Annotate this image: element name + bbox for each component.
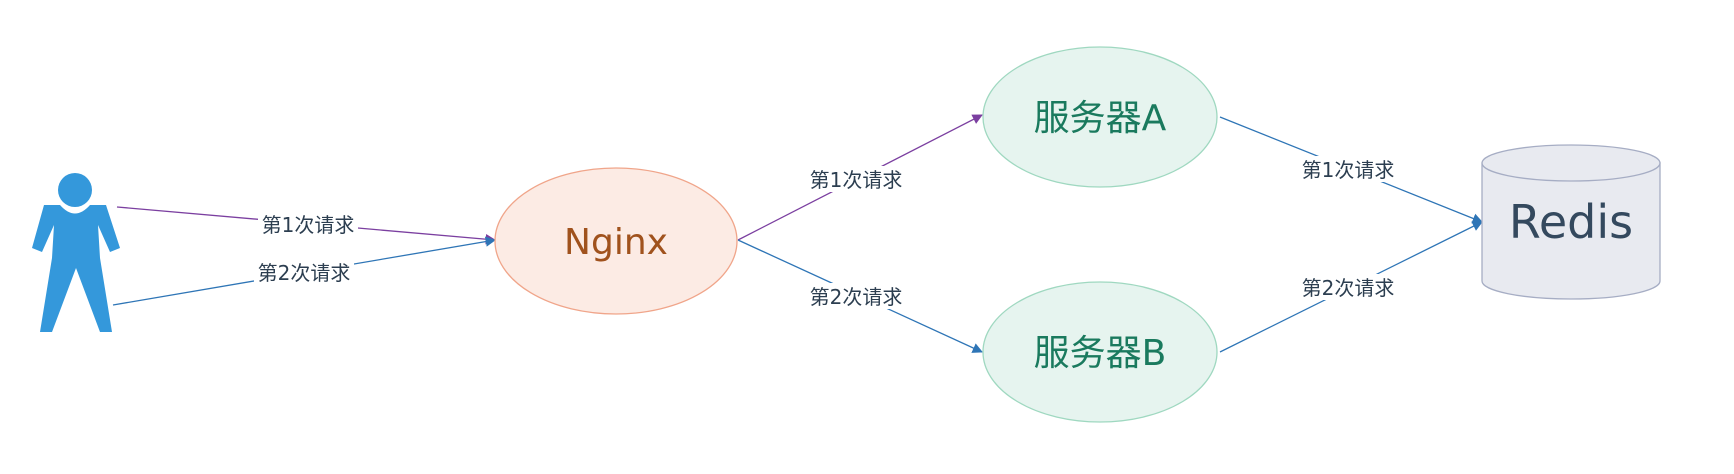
edge-label-text: 第1次请求: [810, 168, 903, 192]
nginx-label: Nginx: [564, 222, 668, 263]
edge-label-server-b-to-redis: 第2次请求: [1298, 274, 1398, 300]
edge-label-nginx-to-server-a: 第1次请求: [806, 166, 906, 192]
edge-label-nginx-to-server-b: 第2次请求: [806, 283, 906, 309]
edge-label-text: 第2次请求: [1302, 276, 1395, 300]
edge-label-user-to-nginx-2: 第2次请求: [254, 259, 354, 285]
redis-database-icon: Redis: [1481, 144, 1661, 300]
server-a-node: 服务器A: [982, 46, 1218, 188]
edge-label-text: 第1次请求: [1302, 158, 1395, 182]
edge-label-text: 第1次请求: [262, 213, 355, 237]
redis-label: Redis: [1509, 195, 1633, 249]
nginx-node: Nginx: [494, 167, 738, 315]
edge-label-user-to-nginx-1: 第1次请求: [258, 211, 358, 237]
server-b-label: 服务器B: [1034, 333, 1167, 374]
edge-label-text: 第2次请求: [258, 261, 351, 285]
edge-label-text: 第2次请求: [810, 285, 903, 309]
person-icon: [32, 173, 120, 332]
edge-label-server-a-to-redis: 第1次请求: [1298, 156, 1398, 182]
server-b-node: 服务器B: [982, 281, 1218, 423]
server-a-label: 服务器A: [1034, 98, 1167, 139]
